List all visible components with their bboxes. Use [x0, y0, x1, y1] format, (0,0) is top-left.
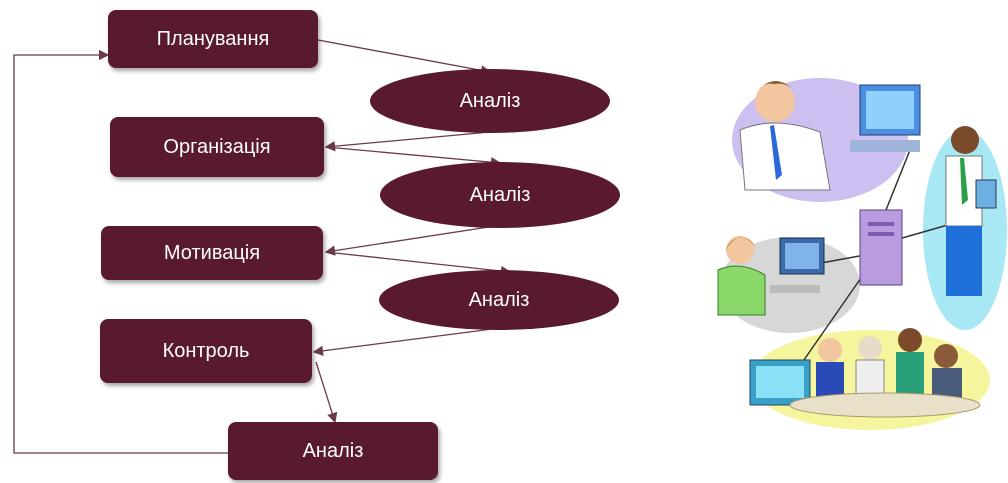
step-organization: Організація: [110, 117, 324, 177]
connector-motivation-analysis3: [325, 251, 512, 277]
connector-organization-analysis2: [325, 146, 502, 168]
connector-analysis2-motivation: [324, 225, 496, 256]
feedback-loop-connector: [13, 49, 228, 454]
analysis-oval-1: Аналіз: [370, 69, 610, 133]
woman-at-computer-icon: [717, 236, 825, 316]
step-planning: Планування: [108, 10, 318, 68]
analysis-oval-3: Аналіз: [379, 270, 619, 330]
connector-planning-analysis1: [317, 39, 492, 76]
person-at-computer-icon: [739, 81, 921, 191]
server-tower-icon: [859, 209, 903, 286]
step-motivation: Мотивація: [101, 226, 323, 280]
analysis-oval-2: Аналіз: [380, 162, 620, 228]
standing-man-icon: [945, 126, 997, 296]
connector-analysis3-control: [312, 327, 501, 356]
step-control: Контроль: [100, 319, 312, 383]
step-analysis-final: Аналіз: [228, 422, 438, 480]
connector-analysis1-organization: [324, 131, 491, 152]
meeting-group-icon: [749, 328, 981, 418]
office-network-illustration: [717, 78, 1007, 430]
connector-control-analysis: [315, 361, 338, 424]
